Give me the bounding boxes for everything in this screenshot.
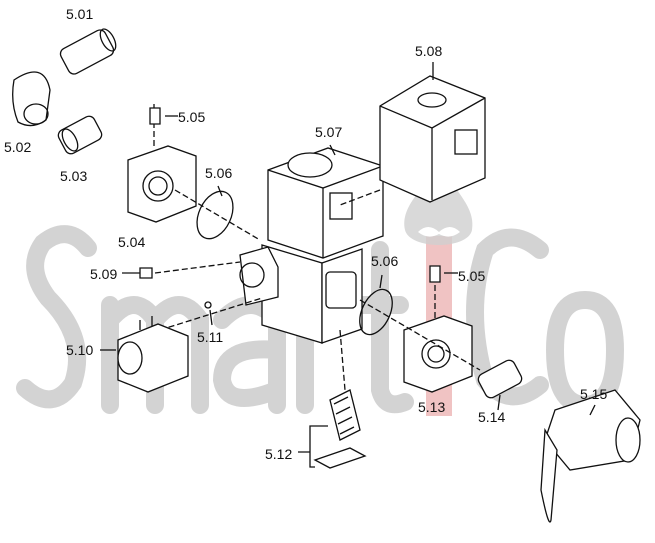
part-5-04-flange (127, 145, 197, 223)
part-5-06-o-ring-right (359, 288, 393, 336)
label-5-06: 5.06 (205, 165, 233, 181)
label-5-06-right: 5.06 (371, 253, 399, 269)
label-5-09: 5.09 (90, 266, 118, 282)
part-5-14-nipple (477, 359, 523, 399)
part-5-12-filter (313, 389, 367, 469)
label-5-07: 5.07 (315, 124, 343, 140)
part-5-10-pressure-switch (117, 316, 189, 393)
watermark-droplet-icon (404, 160, 473, 245)
part-5-01-nipple (59, 28, 117, 75)
part-5-02-elbow (12, 71, 51, 127)
part-5-03-nipple (57, 115, 103, 155)
label-5-13: 5.13 (418, 399, 446, 415)
label-5-01: 5.01 (66, 6, 94, 22)
label-5-12: 5.12 (265, 446, 293, 462)
part-5-13-flange (403, 315, 473, 393)
watermark-mustache-icon (418, 227, 460, 237)
watermark-letter-m (101, 296, 209, 414)
watermark-letter-t (351, 241, 414, 414)
label-5-10: 5.10 (66, 342, 94, 358)
label-5-14: 5.14 (478, 409, 506, 425)
label-5-05: 5.05 (178, 109, 206, 125)
label-5-08: 5.08 (415, 43, 443, 59)
part-5-08-coil (379, 75, 486, 203)
part-5-09-screw (139, 267, 153, 279)
label-5-04: 5.04 (118, 234, 146, 250)
part-5-07-valve-body (239, 147, 384, 344)
part-5-11-o-ring (204, 301, 212, 309)
label-5-02: 5.02 (4, 139, 32, 155)
label-5-15: 5.15 (580, 386, 608, 402)
label-5-11: 5.11 (197, 329, 224, 345)
part-5-06-o-ring (196, 190, 234, 240)
label-5-05-right: 5.05 (458, 268, 486, 284)
watermark-letter-s (16, 225, 97, 409)
part-5-15-ball-valve (540, 389, 641, 523)
watermark-letter-c (466, 228, 549, 406)
label-5-03: 5.03 (60, 168, 88, 184)
